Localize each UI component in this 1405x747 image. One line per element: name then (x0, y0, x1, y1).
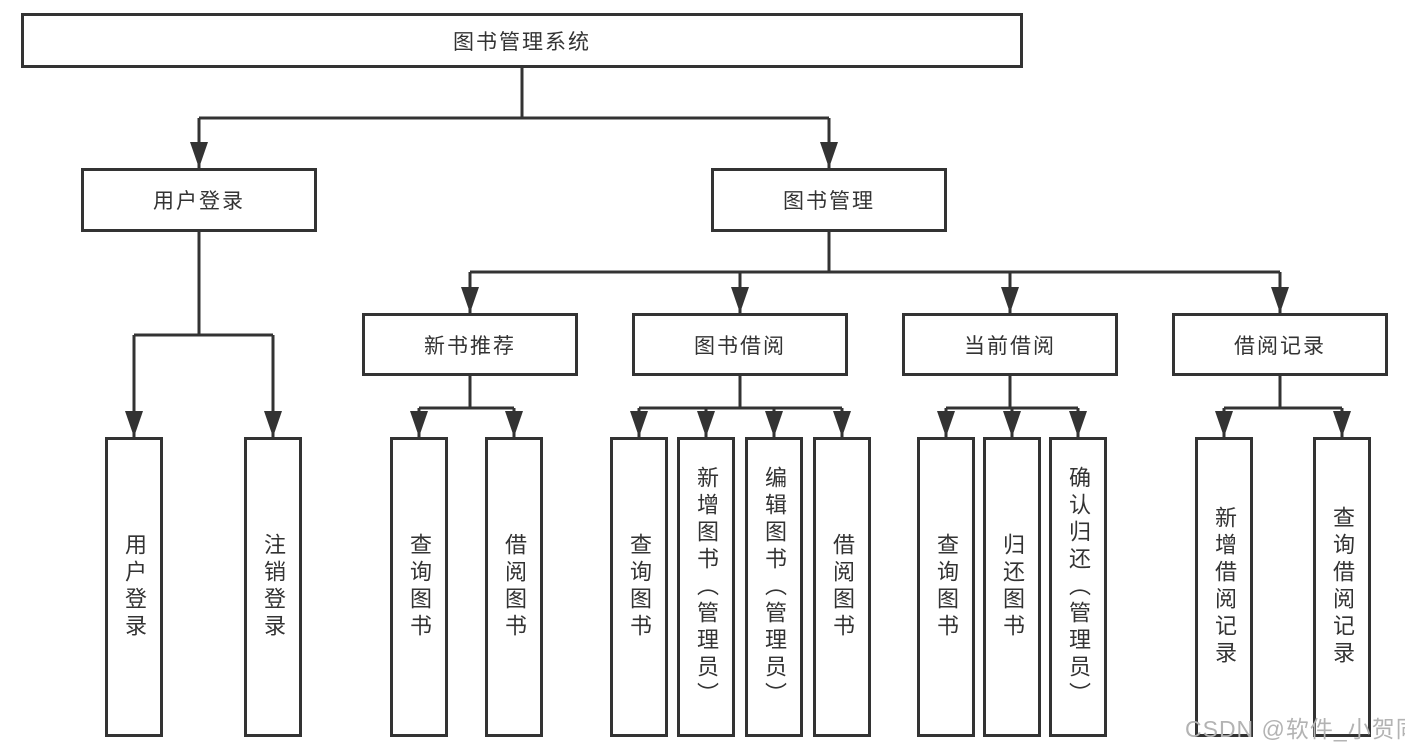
leaf-query-books-3: 查询图书 (917, 437, 975, 737)
node-current-borrowing-label: 当前借阅 (964, 334, 1056, 358)
leaf-logout: 注销登录 (244, 437, 302, 737)
leaf-query-borrow-record-label: 查询借阅记录 (1330, 506, 1355, 668)
leaf-borrow-books-1: 借阅图书 (485, 437, 543, 737)
node-current-borrowing: 当前借阅 (902, 313, 1118, 376)
leaf-return-books-label: 归还图书 (1000, 533, 1025, 641)
leaf-add-borrow-record-label: 新增借阅记录 (1212, 506, 1237, 668)
leaf-borrow-books-1-label: 借阅图书 (502, 533, 527, 641)
leaf-query-borrow-record: 查询借阅记录 (1313, 437, 1371, 737)
csdn-watermark: CSDN @软件_小贺同学 (1185, 716, 1405, 742)
node-user-login-label: 用户登录 (153, 190, 245, 213)
node-new-book-recommendation: 新书推荐 (362, 313, 578, 376)
leaf-user-login: 用户登录 (105, 437, 163, 737)
leaf-edit-books-admin: 编辑图书（管理员） (745, 437, 803, 737)
node-user-login: 用户登录 (81, 168, 317, 232)
node-book-borrowing-label: 图书借阅 (694, 334, 786, 358)
leaf-query-books-2: 查询图书 (610, 437, 668, 737)
leaf-add-books-admin: 新增图书（管理员） (677, 437, 735, 737)
leaf-query-books-1: 查询图书 (390, 437, 448, 737)
leaf-add-books-admin-label: 新增图书（管理员） (694, 465, 719, 709)
node-book-management: 图书管理 (711, 168, 947, 232)
node-book-borrowing: 图书借阅 (632, 313, 848, 376)
node-borrowing-records: 借阅记录 (1172, 313, 1388, 376)
leaf-borrow-books-2-label: 借阅图书 (830, 533, 855, 641)
node-book-management-label: 图书管理 (783, 190, 875, 213)
leaf-return-books: 归还图书 (983, 437, 1041, 737)
leaf-edit-books-admin-label: 编辑图书（管理员） (762, 465, 787, 709)
leaf-query-books-2-label: 查询图书 (627, 533, 652, 641)
leaf-confirm-return-admin-label: 确认归还（管理员） (1066, 465, 1091, 709)
leaf-user-login-label: 用户登录 (122, 533, 147, 641)
node-library-management-system-label: 图书管理系统 (453, 30, 591, 54)
leaf-add-borrow-record: 新增借阅记录 (1195, 437, 1253, 737)
node-new-book-recommendation-label: 新书推荐 (424, 334, 516, 358)
node-library-management-system: 图书管理系统 (21, 13, 1023, 68)
node-borrowing-records-label: 借阅记录 (1234, 334, 1326, 358)
leaf-confirm-return-admin: 确认归还（管理员） (1049, 437, 1107, 737)
leaf-logout-label: 注销登录 (261, 533, 286, 641)
leaf-borrow-books-2: 借阅图书 (813, 437, 871, 737)
leaf-query-books-1-label: 查询图书 (407, 533, 432, 641)
leaf-query-books-3-label: 查询图书 (934, 533, 959, 641)
